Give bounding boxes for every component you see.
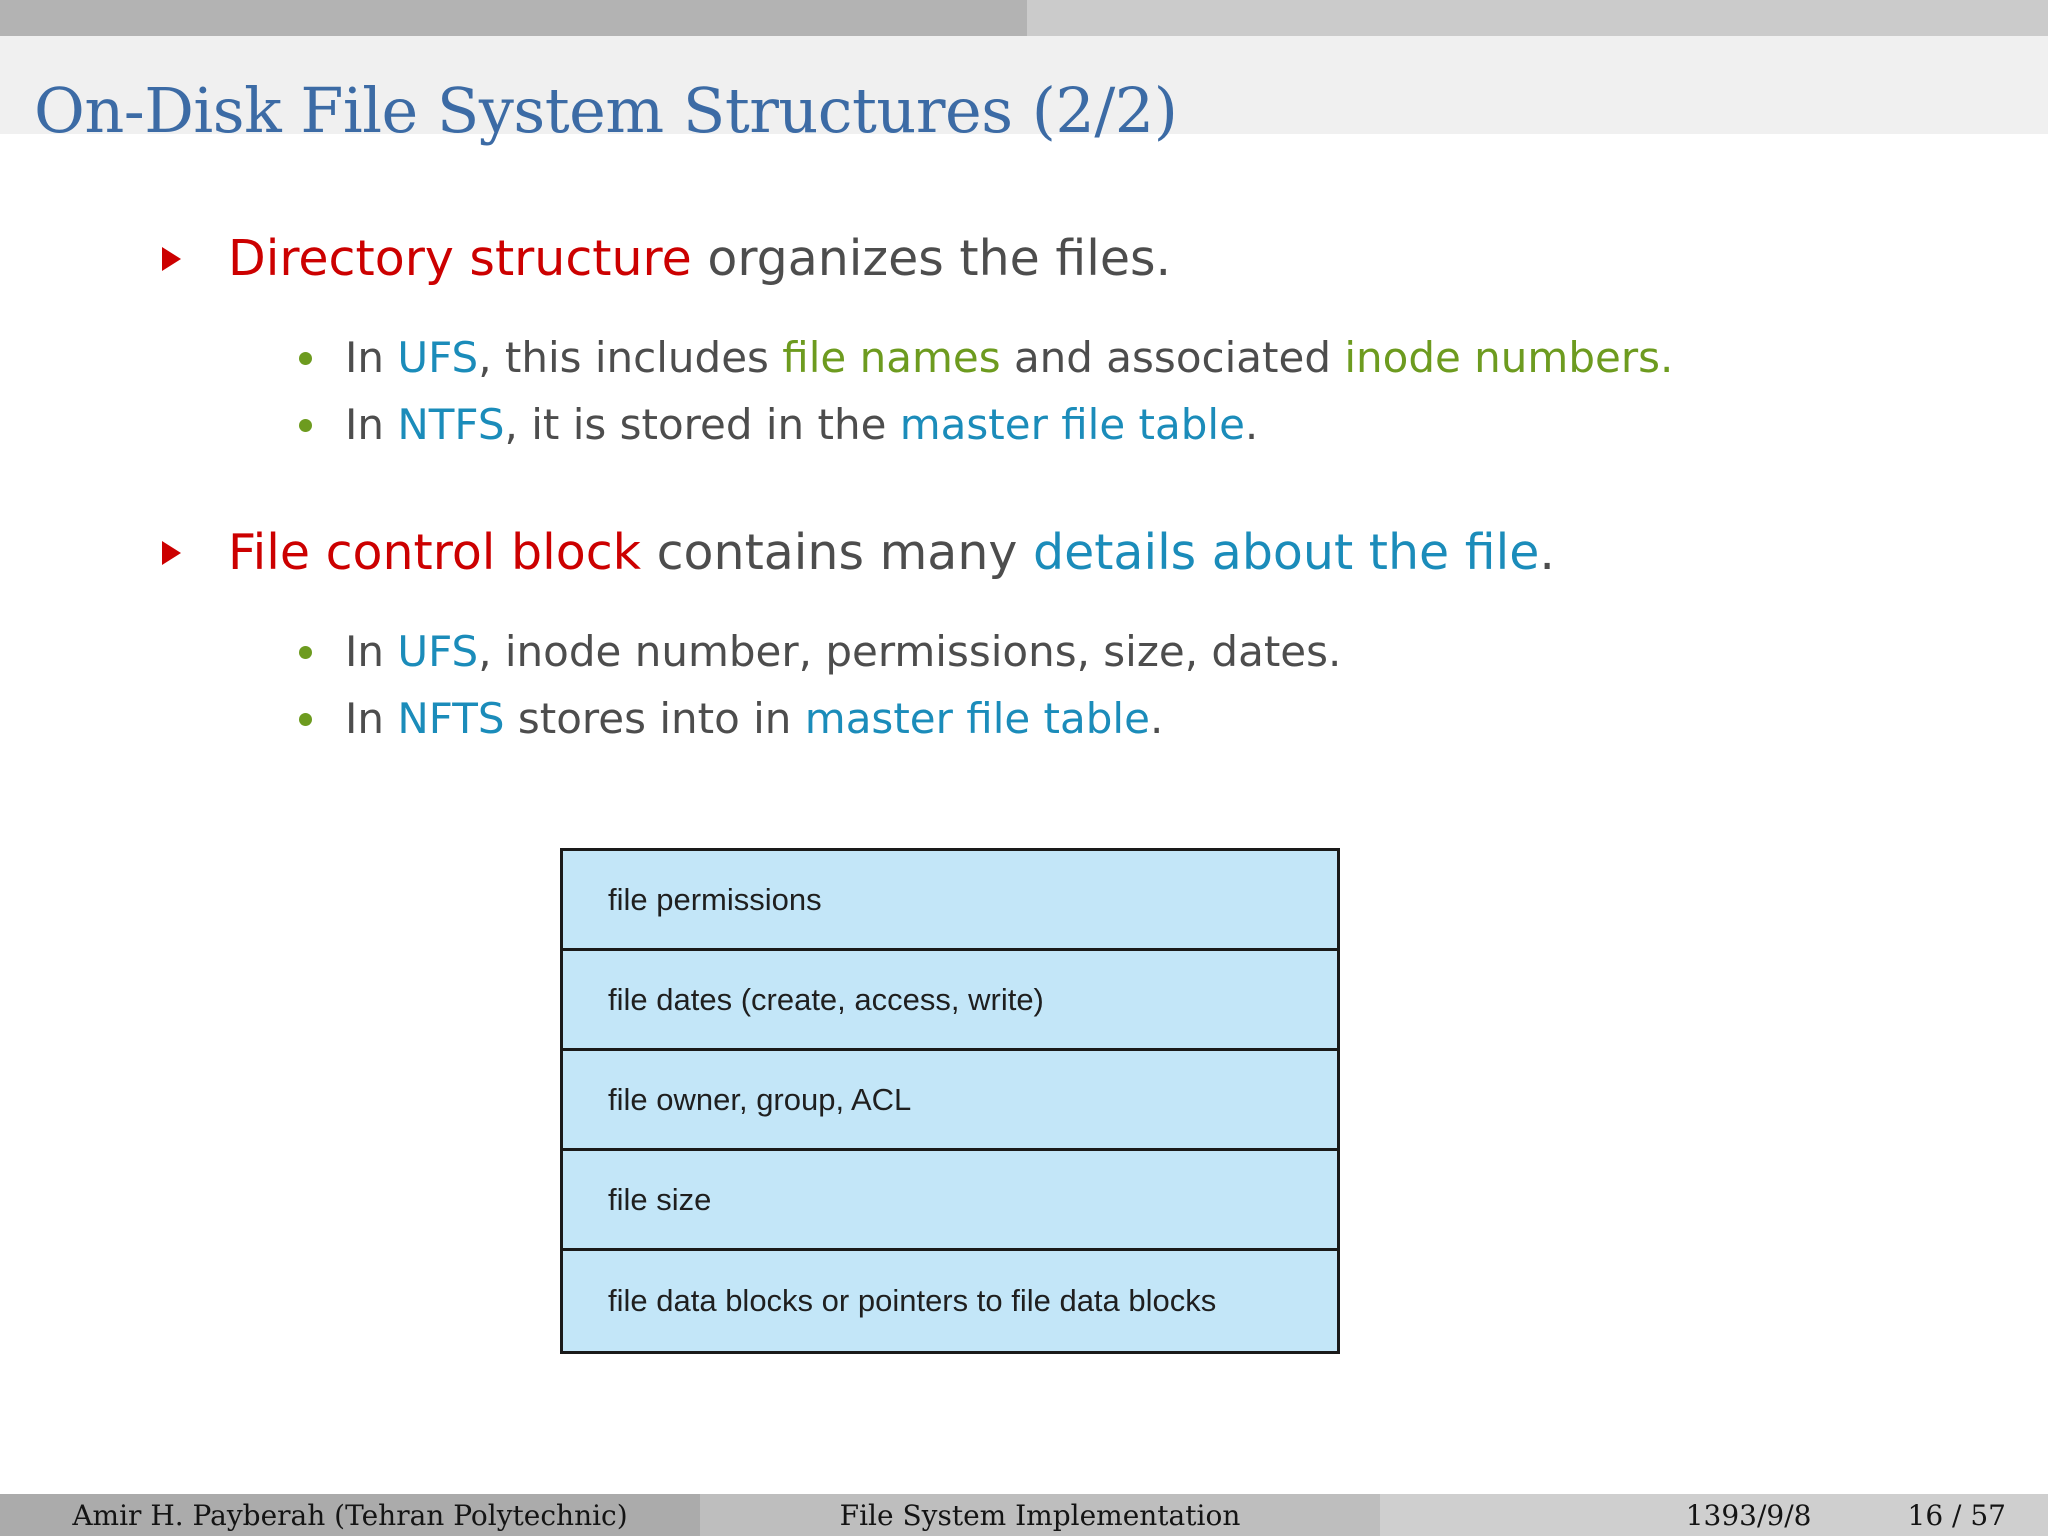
spacer-b1 <box>0 288 2048 324</box>
spacer-b2 <box>0 582 2048 618</box>
topbar-segment-light <box>1027 0 2048 36</box>
fcb-row-size: file size <box>563 1151 1337 1251</box>
fcb-row-label: file dates (create, access, write) <box>608 981 1044 1017</box>
fcb-row-dates: file dates (create, access, write) <box>563 951 1337 1051</box>
dot-marker-icon <box>299 646 312 659</box>
sub-1a-k1: UFS <box>397 333 479 382</box>
sub-1b-p2: , it is stored in the <box>504 400 900 449</box>
sub-2b-p1: In <box>345 694 398 743</box>
topbar-segment-dark <box>0 0 1027 36</box>
bullet-2-keyword: File control block <box>228 524 642 581</box>
footer-author: Amir H. Payberah (Tehran Polytechnic) <box>0 1494 700 1536</box>
sub-1a-p2: , this includes <box>478 333 783 382</box>
dot-marker-icon <box>299 419 312 432</box>
fcb-row-label: file size <box>608 1181 712 1217</box>
sub-bullet-ufs-directory: In UFS, this includes file names and ass… <box>0 324 2048 391</box>
footer-talk-title: File System Implementation <box>700 1494 1380 1536</box>
sub-1b-k2: master file table <box>899 400 1245 449</box>
fcb-row-permissions: file permissions <box>563 851 1337 951</box>
bullet-directory-structure: Directory structure organizes the files. <box>0 230 2048 288</box>
file-control-block-diagram: file permissions file dates (create, acc… <box>560 848 1340 1354</box>
triangle-marker-icon <box>162 541 181 565</box>
sub-1a-k3: inode numbers. <box>1344 333 1674 382</box>
page-title: On-Disk File System Structures (2/2) <box>34 74 1178 147</box>
sub-2a-k1: UFS <box>397 627 479 676</box>
sub-2b-p2: stores into in <box>504 694 805 743</box>
slide-body: Directory structure organizes the files.… <box>0 134 2048 752</box>
sub-bullet-ufs-fcb: In UFS, inode number, permissions, size,… <box>0 618 2048 685</box>
bullet-1-text: organizes the files. <box>691 230 1172 287</box>
sub-2b-k2: master file table <box>804 694 1150 743</box>
dot-marker-icon <box>299 352 312 365</box>
top-decoration-bar <box>0 0 2048 36</box>
bullet-2-text: contains many <box>641 524 1033 581</box>
slide-title-band: On-Disk File System Structures (2/2) <box>0 36 2048 146</box>
bullet-1-keyword: Directory structure <box>228 230 692 287</box>
sub-1a-p1: In <box>345 333 398 382</box>
sub-2b-p3: . <box>1149 694 1164 743</box>
bullet-2-end: . <box>1539 524 1555 581</box>
sub-bullet-ntfs-directory: In NTFS, it is stored in the master file… <box>0 391 2048 458</box>
bullet-file-control-block: File control block contains many details… <box>0 524 2048 582</box>
fcb-row-label: file owner, group, ACL <box>608 1081 912 1117</box>
sub-2a-p1: In <box>345 627 398 676</box>
sub-bullet-nfts-fcb: In NFTS stores into in master file table… <box>0 685 2048 752</box>
triangle-marker-icon <box>162 247 181 271</box>
fcb-row-data-blocks: file data blocks or pointers to file dat… <box>563 1251 1337 1351</box>
footer-date: 1393/9/8 <box>1685 1498 1812 1532</box>
sub-1b-p1: In <box>345 400 398 449</box>
fcb-row-owner: file owner, group, ACL <box>563 1051 1337 1151</box>
spacer-top <box>0 134 2048 230</box>
fcb-row-label: file permissions <box>608 881 822 917</box>
sub-1b-p3: . <box>1244 400 1259 449</box>
slide-footer: Amir H. Payberah (Tehran Polytechnic) Fi… <box>0 1494 2048 1536</box>
sub-1a-k2: file names <box>782 333 1001 382</box>
dot-marker-icon <box>299 713 312 726</box>
sub-1b-k1: NTFS <box>397 400 505 449</box>
fcb-row-label: file data blocks or pointers to file dat… <box>608 1283 1217 1318</box>
sub-1a-p3: and associated <box>1000 333 1345 382</box>
bullet-2-highlight: details about the file <box>1032 524 1540 581</box>
sub-2b-k1: NFTS <box>397 694 505 743</box>
spacer-between-bullets <box>0 458 2048 524</box>
footer-right-section: 1393/9/8 16 / 57 <box>1380 1494 2048 1536</box>
sub-2a-p2: , inode number, permissions, size, dates… <box>478 627 1342 676</box>
footer-page-number: 16 / 57 <box>1907 1498 2007 1532</box>
